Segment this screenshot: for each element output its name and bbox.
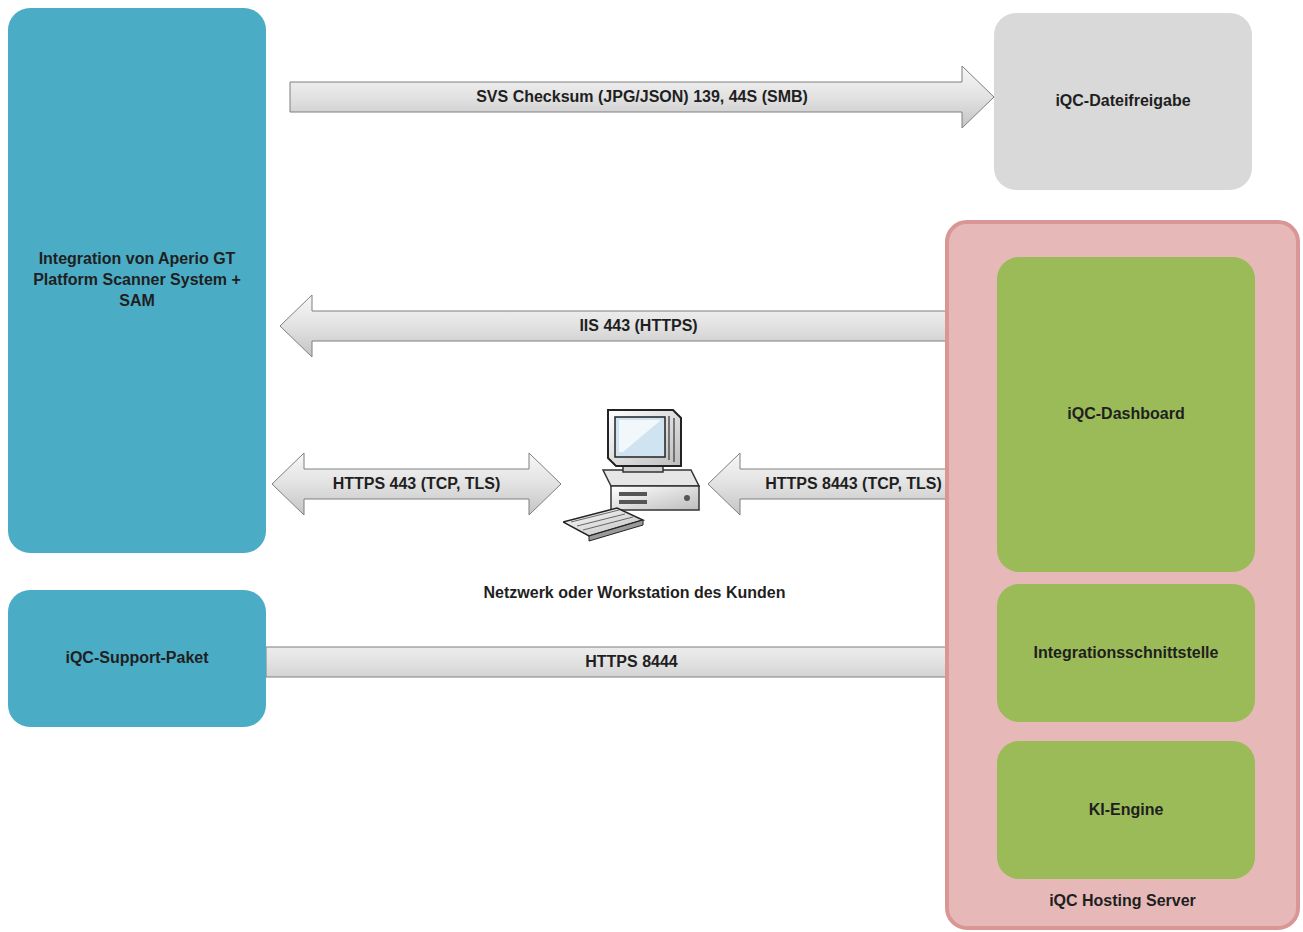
arrow-label: HTTPS 8444 — [585, 653, 677, 671]
block-arrow — [280, 295, 997, 357]
block-arrow — [272, 453, 561, 515]
block-arrow — [266, 631, 997, 693]
server-container: iQC Hosting Server iQC-DashboardIntegrati… — [945, 220, 1300, 930]
node-label: iQC-Dashboard — [1067, 404, 1184, 425]
workstation-node: Netzwerk oder Workstation des Kunden — [563, 408, 706, 543]
arrow-label: SVS Checksum (JPG/JSON) 139, 44S (SMB) — [476, 88, 808, 106]
component-box: KI-Engine — [997, 741, 1255, 879]
node-label: KI-Engine — [1089, 800, 1164, 821]
computer-icon — [563, 408, 706, 543]
node-label: iQC-Dateifreigabe — [1055, 91, 1190, 112]
block-arrow — [290, 66, 994, 128]
package-box: iQC-Support-Paket — [8, 590, 266, 727]
arrow-label: HTTPS 8443 (TCP, TLS) — [765, 475, 942, 493]
system-box: Integration von Aperio GT Platform Scann… — [8, 8, 266, 553]
component-box: iQC-Dashboard — [997, 257, 1255, 572]
arrow-label: IIS 443 (HTTPS) — [579, 317, 697, 335]
component-box: Integrationsschnittstelle — [997, 584, 1255, 722]
arrow-label: HTTPS 443 (TCP, TLS) — [333, 475, 501, 493]
workstation-label: Netzwerk oder Workstation des Kunden — [484, 583, 786, 604]
node-label: Integration von Aperio GT Platform Scann… — [30, 249, 244, 311]
node-label: iQC Hosting Server — [949, 891, 1296, 912]
node-label: iQC-Support-Paket — [65, 648, 208, 669]
share-box: iQC-Dateifreigabe — [994, 13, 1252, 190]
node-label: Integrationsschnittstelle — [1034, 643, 1219, 664]
